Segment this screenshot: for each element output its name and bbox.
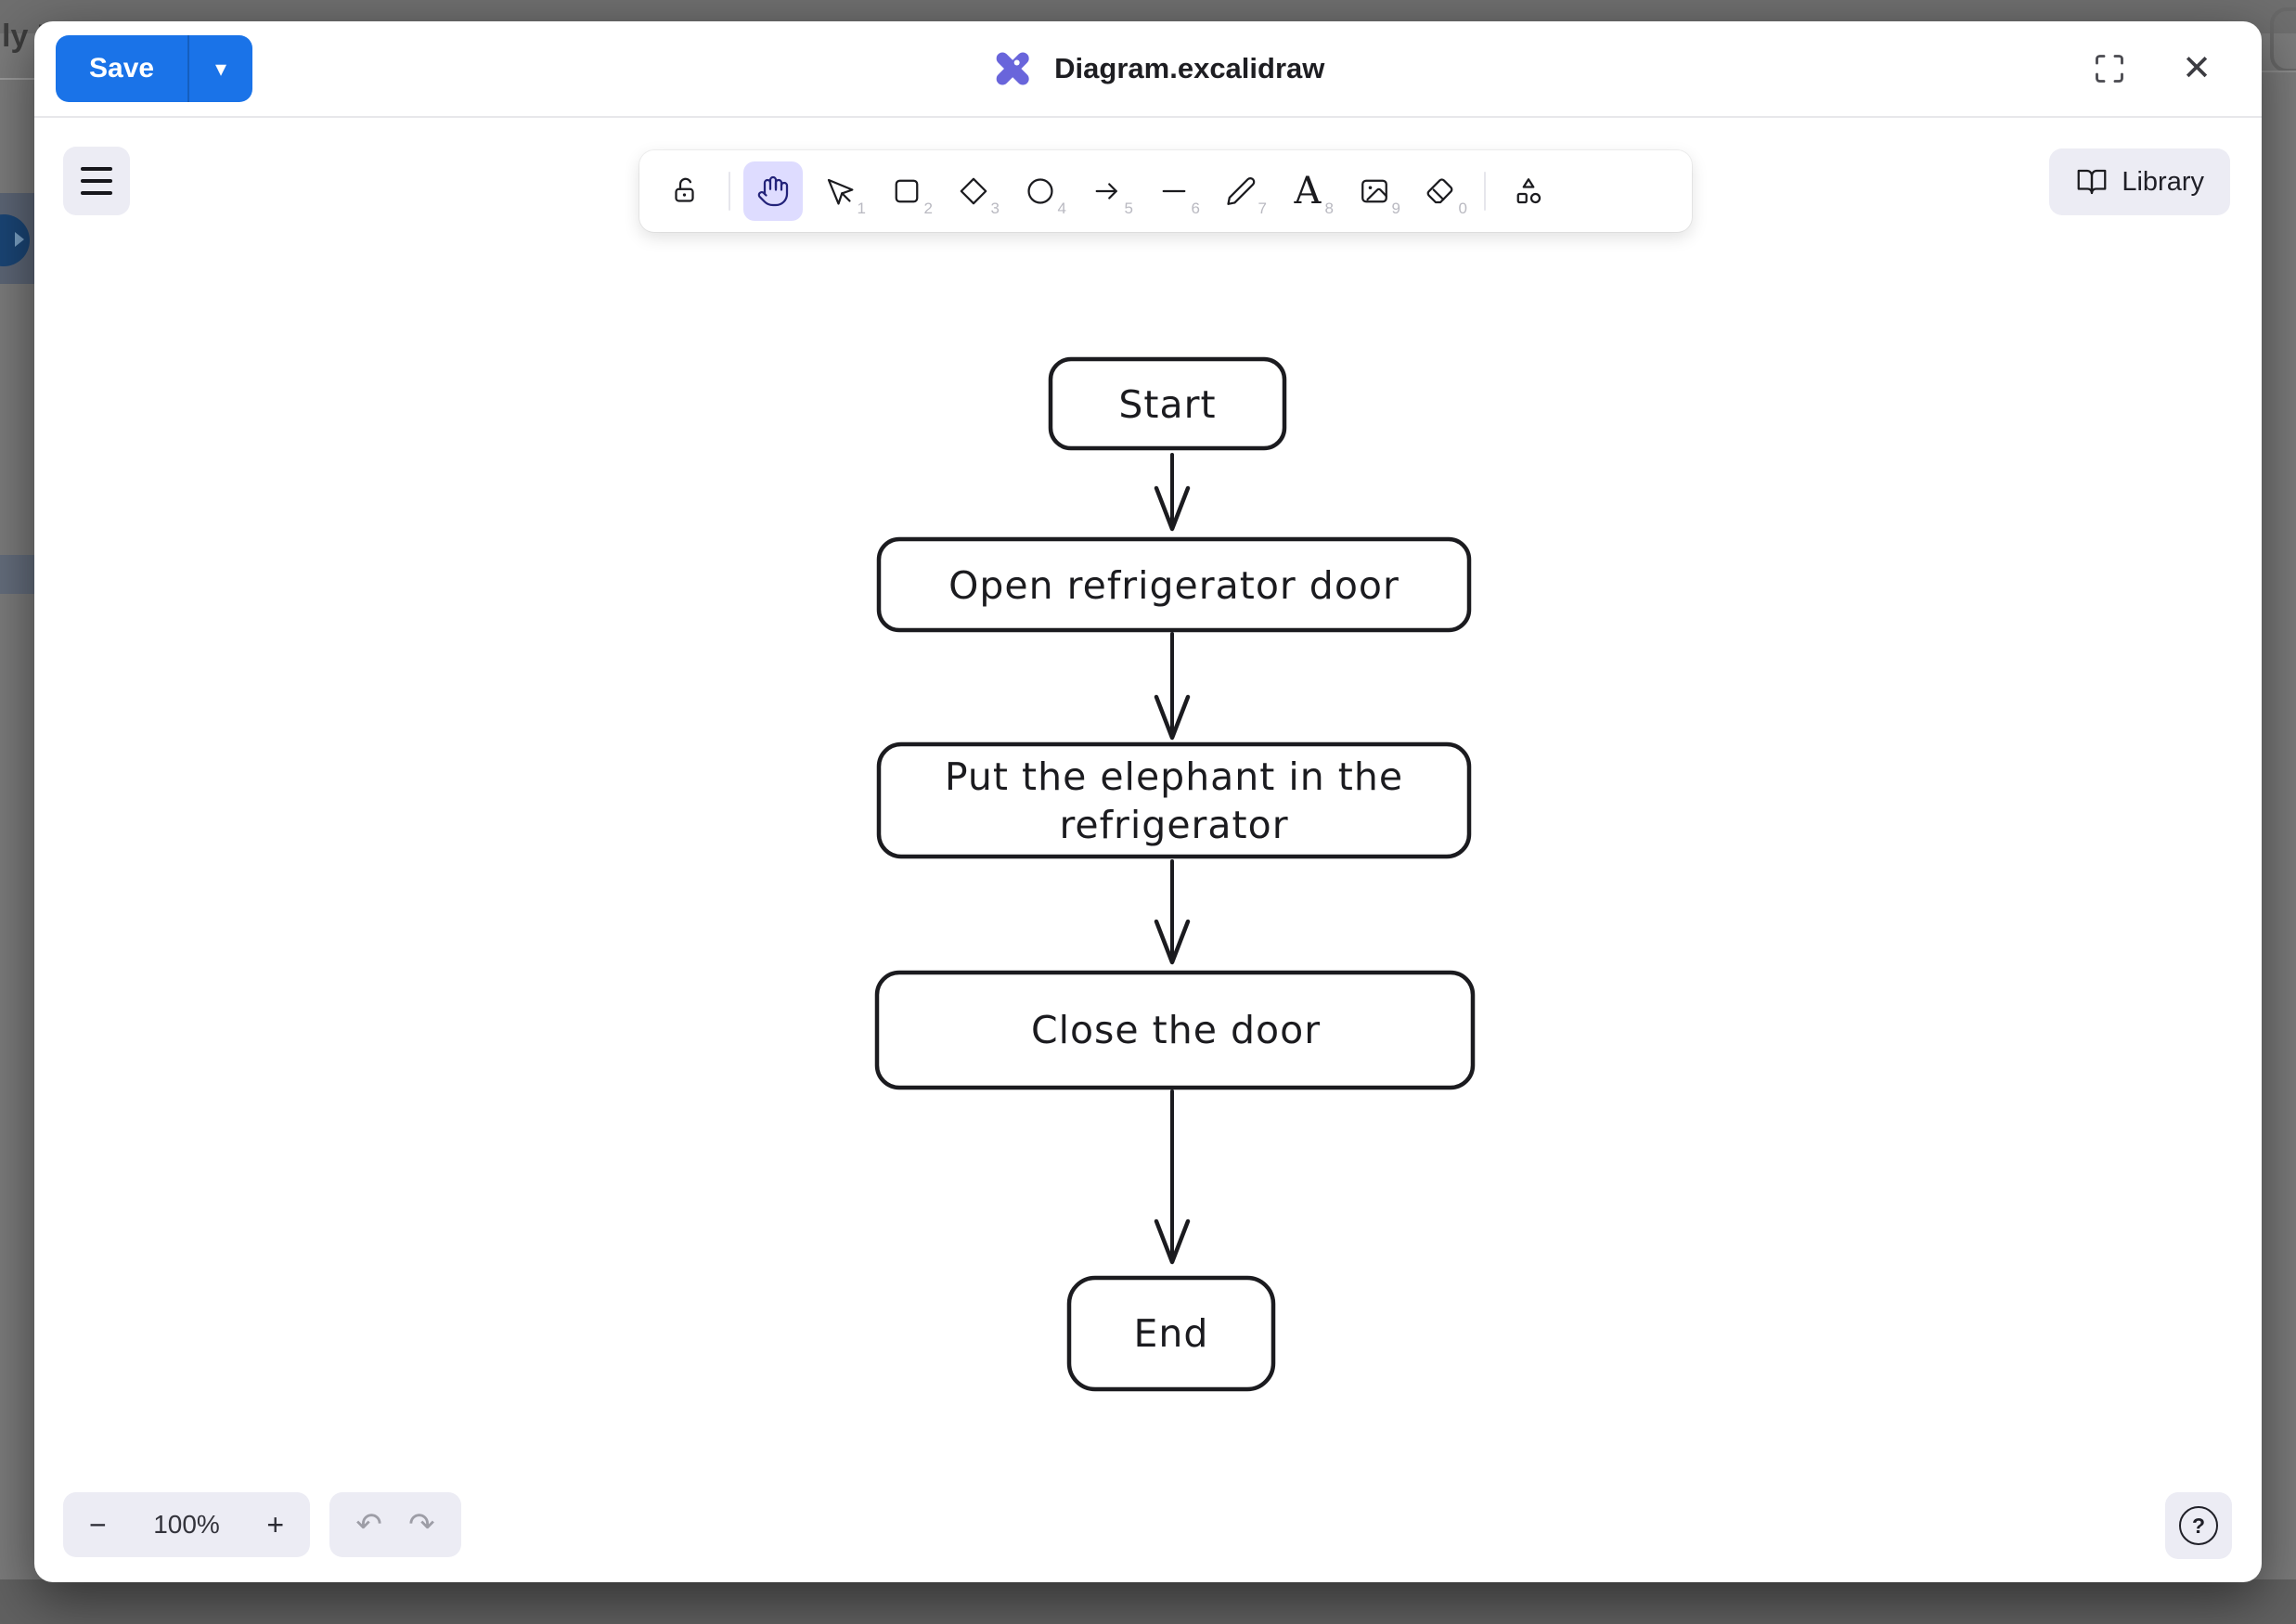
modal-header: Save ▾ Diagram.excalidraw (34, 21, 2262, 118)
redo-icon: ↷ (408, 1507, 435, 1542)
help-button[interactable]: ? (2165, 1492, 2232, 1559)
tool-diamond[interactable]: 3 (944, 161, 1003, 221)
library-button[interactable]: Library (2049, 148, 2230, 215)
excalidraw-canvas[interactable]: Start Open refrigerator door Put the ele… (34, 21, 2262, 1582)
tool-eraser[interactable]: 0 (1412, 161, 1471, 221)
zoom-in-button[interactable]: + (263, 1508, 288, 1542)
header-actions: ✕ (2085, 21, 2219, 116)
flow-arrow[interactable] (1154, 453, 1191, 532)
tool-arrow[interactable]: 5 (1077, 161, 1137, 221)
tool-image[interactable]: 9 (1345, 161, 1404, 221)
tool-shortcut: 3 (990, 200, 1000, 217)
zoom-out-button[interactable]: − (85, 1508, 110, 1542)
tool-rectangle[interactable]: 2 (877, 161, 936, 221)
background-divider (2262, 71, 2296, 72)
tool-island: 1 2 3 4 (639, 150, 1692, 232)
tool-shortcut: 6 (1191, 200, 1200, 217)
flow-node-close[interactable]: Close the door (874, 970, 1476, 1090)
eraser-icon (1426, 178, 1453, 204)
image-icon (1361, 179, 1387, 203)
zoom-controls: − 100% + (63, 1492, 310, 1557)
history-controls: ↶ ↷ (329, 1492, 461, 1557)
svg-text:Open refrigerator door: Open refrigerator door (948, 563, 1400, 608)
caret-down-icon: ▾ (215, 56, 227, 82)
tool-selection[interactable]: 1 (810, 161, 870, 221)
background-ghost-button (2270, 7, 2296, 72)
document-title-group: Diagram.excalidraw (991, 21, 1324, 116)
save-dropdown-button[interactable]: ▾ (187, 35, 253, 102)
background-divider (0, 78, 37, 80)
fullscreen-icon (2096, 55, 2124, 83)
save-button[interactable]: Save (56, 35, 188, 102)
book-icon (2077, 169, 2107, 195)
background-avatar-glyph (15, 232, 24, 247)
flow-node-open[interactable]: Open refrigerator door (876, 536, 1472, 633)
tool-shortcut: 5 (1124, 200, 1133, 217)
svg-text:refrigerator: refrigerator (1059, 803, 1288, 847)
tool-lock[interactable] (656, 161, 716, 221)
ellipse-icon (1027, 178, 1053, 204)
tool-ellipse[interactable]: 4 (1011, 161, 1070, 221)
flow-node-start[interactable]: Start (1048, 356, 1287, 451)
tool-shortcut: 2 (923, 200, 933, 217)
tool-shortcut: 8 (1324, 200, 1334, 217)
flow-node-put[interactable]: Put the elephant in the refrigerator (876, 741, 1472, 859)
tool-shortcut: 9 (1391, 200, 1400, 217)
pencil-icon (1227, 176, 1256, 205)
tool-shortcut: 7 (1258, 200, 1267, 217)
library-label: Library (2122, 166, 2204, 197)
diamond-icon (960, 177, 987, 205)
help-icon: ? (2179, 1506, 2218, 1545)
excalidraw-editor-modal: Start Open refrigerator door Put the ele… (34, 21, 2262, 1582)
background-band (0, 555, 37, 594)
svg-text:End: End (1134, 1311, 1209, 1356)
svg-text:Close the door: Close the door (1031, 1008, 1321, 1052)
toolbar-divider (1484, 172, 1486, 211)
tool-hand[interactable] (743, 161, 803, 221)
tool-draw[interactable]: 7 (1211, 161, 1271, 221)
zoom-level[interactable]: 100% (153, 1510, 220, 1539)
tool-shortcut: 1 (857, 200, 866, 217)
close-button[interactable]: ✕ (2174, 44, 2219, 94)
fullscreen-button[interactable] (2085, 45, 2134, 93)
document-title: Diagram.excalidraw (1054, 52, 1325, 84)
hamburger-icon (81, 167, 112, 171)
text-tool-icon: A (1294, 170, 1322, 213)
flow-arrow[interactable] (1154, 1089, 1191, 1265)
undo-button[interactable]: ↶ (355, 1506, 382, 1543)
background-bottom-band (0, 1579, 2296, 1624)
tool-line[interactable]: 6 (1144, 161, 1204, 221)
excalidraw-logo-icon (996, 52, 1029, 85)
flow-arrow[interactable] (1154, 859, 1191, 965)
unlock-icon (675, 177, 694, 202)
tool-more-shapes[interactable] (1499, 161, 1558, 221)
arrow-icon (1095, 183, 1117, 200)
flow-arrow[interactable] (1154, 632, 1191, 741)
save-split-button: Save ▾ (56, 35, 253, 102)
toolbar-divider (729, 172, 730, 211)
svg-text:Put the elephant in the: Put the elephant in the (945, 754, 1403, 799)
rectangle-icon (895, 179, 919, 203)
undo-icon: ↶ (355, 1507, 382, 1542)
hand-icon (757, 175, 789, 207)
tool-shortcut: 4 (1057, 200, 1066, 217)
main-menu-button[interactable] (63, 147, 130, 215)
redo-button[interactable]: ↷ (408, 1506, 435, 1543)
cursor-icon (827, 178, 854, 205)
close-icon: ✕ (2182, 49, 2212, 88)
flow-node-end[interactable]: End (1066, 1275, 1276, 1392)
tool-text[interactable]: A 8 (1278, 161, 1337, 221)
line-icon (1162, 189, 1186, 193)
tool-shortcut: 0 (1458, 200, 1467, 217)
svg-text:Start: Start (1118, 382, 1216, 427)
shapes-icon (1516, 178, 1541, 204)
